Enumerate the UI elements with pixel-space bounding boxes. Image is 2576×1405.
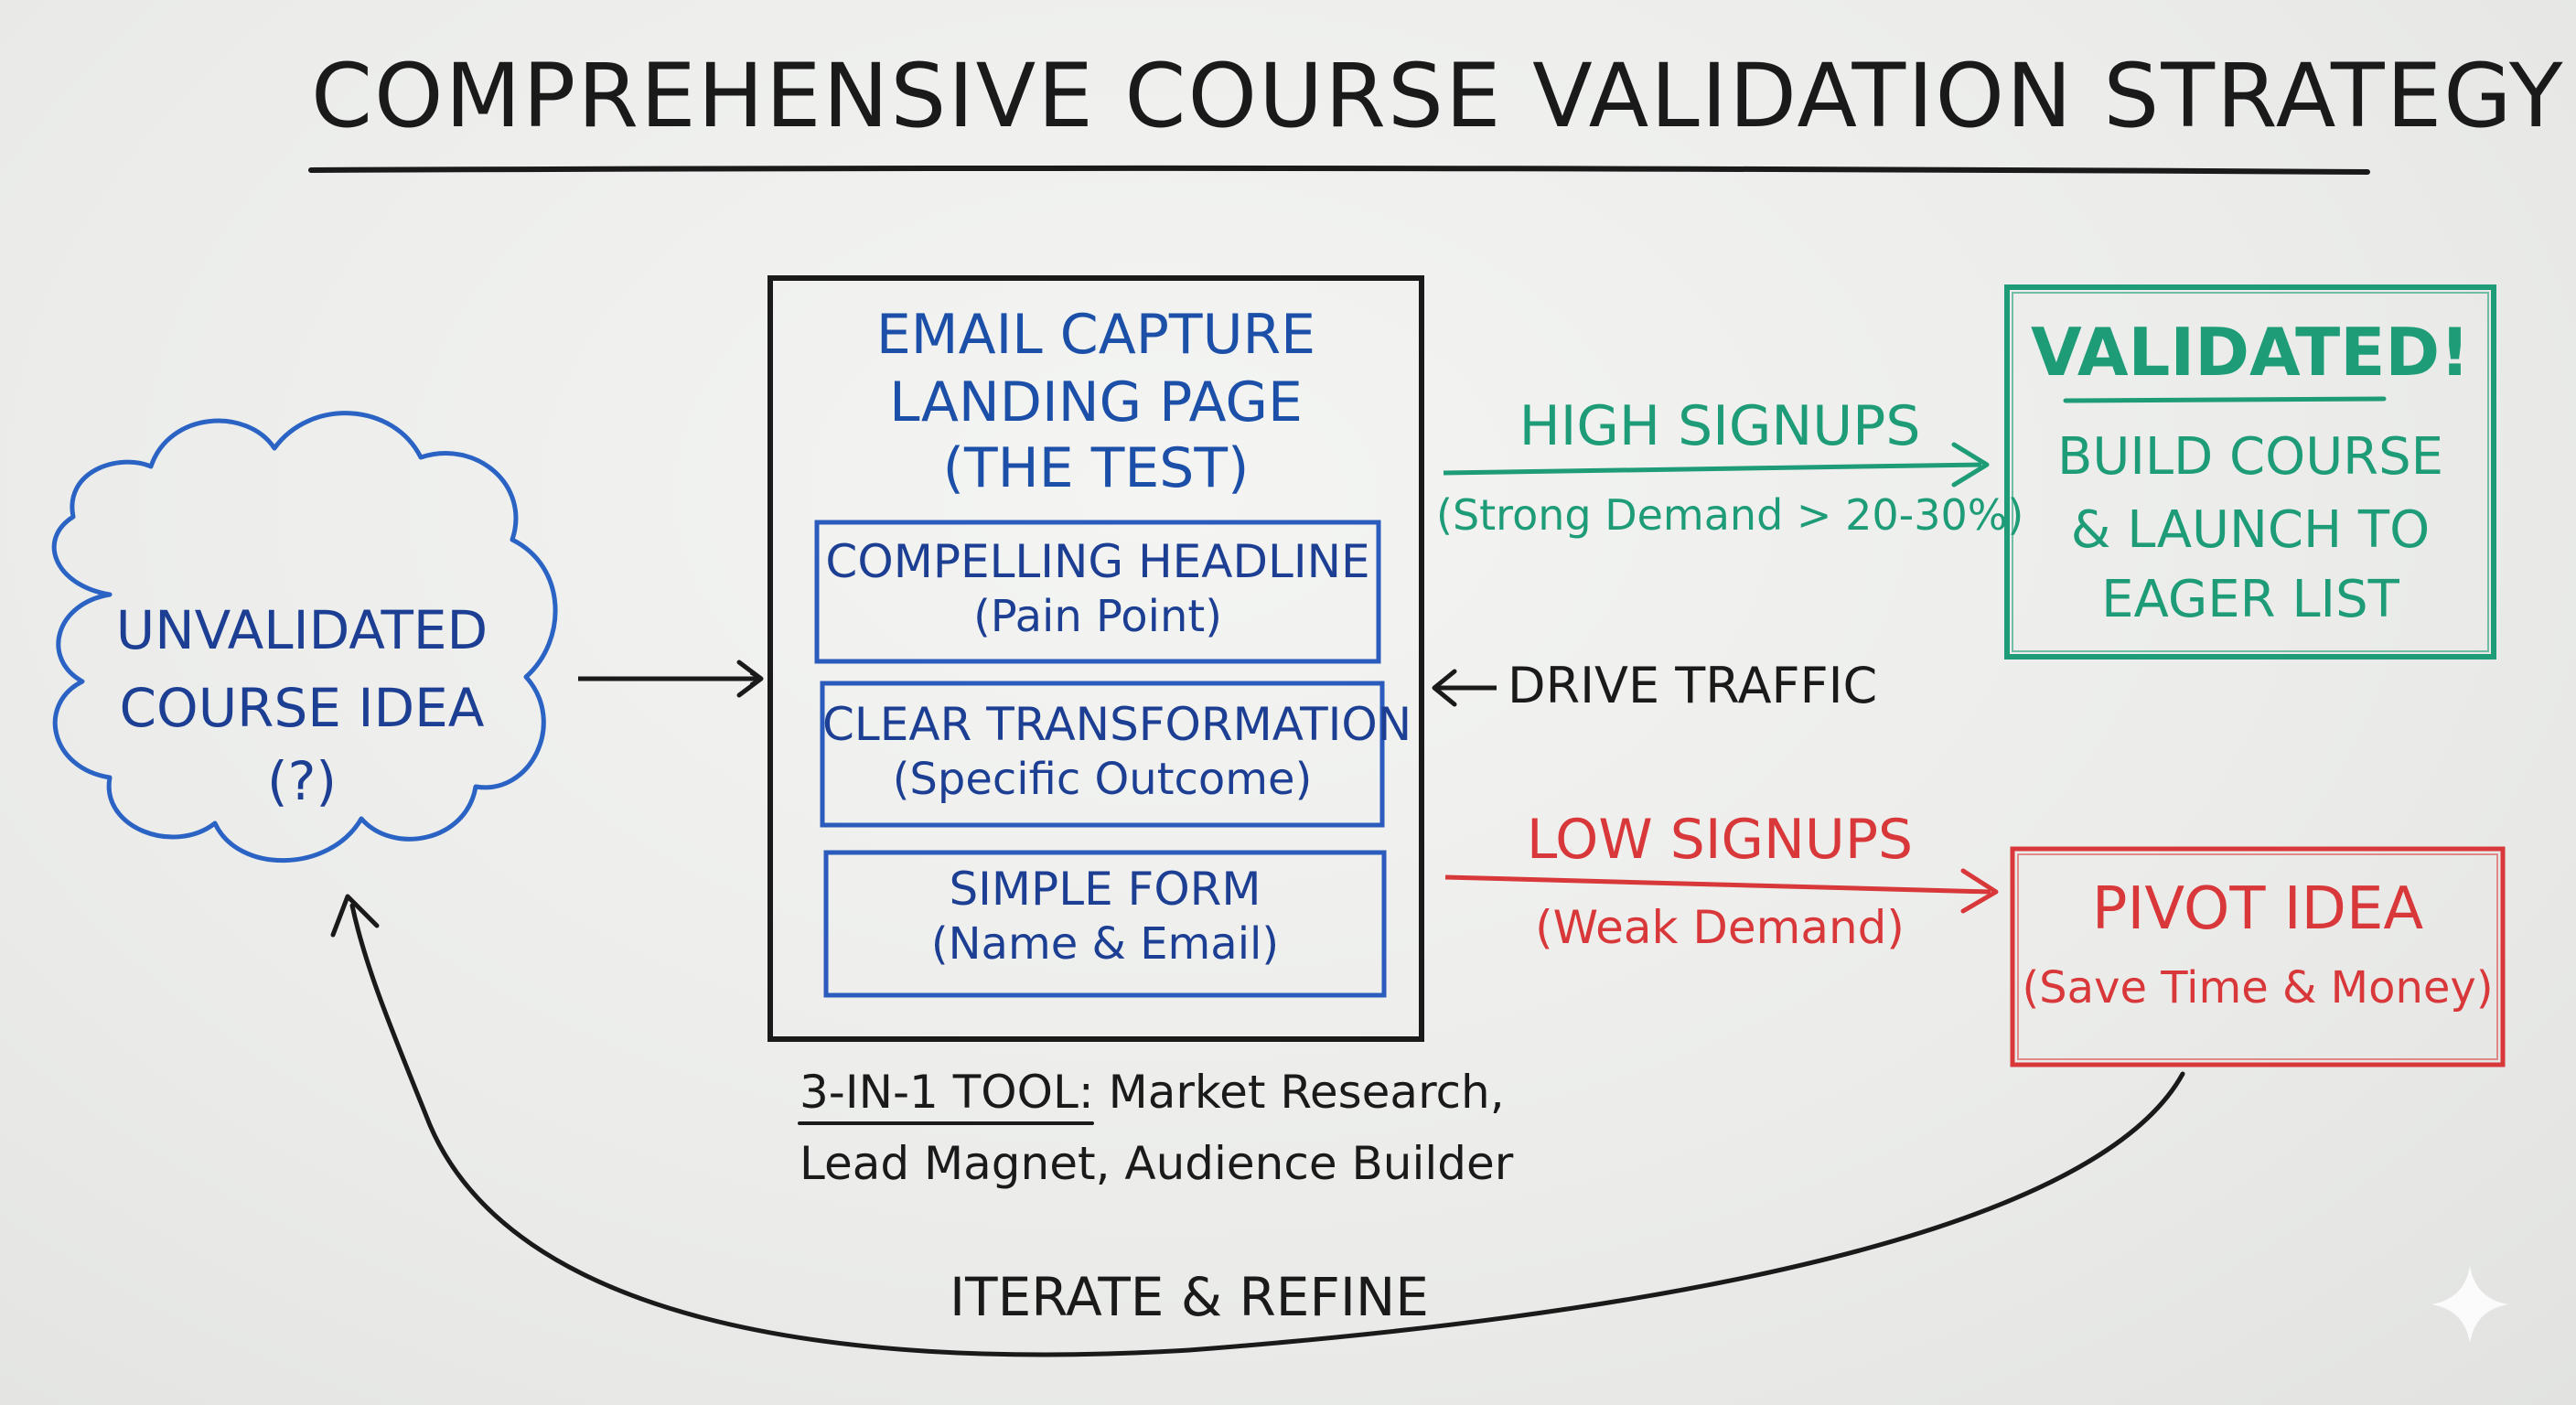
high-signups-label: HIGH SIGNUPS [1519, 394, 1921, 458]
pivot-box [2010, 846, 2506, 1067]
element-box-headline [814, 520, 1381, 664]
element-form-detail: (Name & Email) [930, 918, 1280, 970]
element-box-transformation [820, 681, 1385, 828]
landing-line-2: LANDING PAGE [889, 370, 1303, 434]
element-headline-detail: (Pain Point) [973, 591, 1222, 642]
arrow-iterate-loop [349, 903, 2185, 1357]
arrow-high-signups [1443, 462, 1982, 476]
element-headline-title: COMPELLING HEADLINE [825, 535, 1370, 588]
tool-note-rest: : Market Research, [1078, 1066, 1505, 1119]
landing-line-3: (THE TEST) [942, 436, 1250, 500]
page-title: COMPREHENSIVE COURSE VALIDATION STRATEGY [311, 45, 2565, 147]
element-transformation-detail: (Specific Outcome) [892, 754, 1313, 805]
landing-line-1: EMAIL CAPTURE [875, 303, 1316, 367]
high-signups-detail: (Strong Demand > 20-30%) [1436, 490, 2024, 540]
landing-page-box [767, 275, 1424, 1042]
validated-underline [2063, 396, 2387, 403]
low-signups-detail: (Weak Demand) [1535, 901, 1905, 954]
validated-title: VALIDATED! [2030, 314, 2471, 391]
validated-line-1: BUILD COURSE [2056, 427, 2444, 487]
element-form-title: SIMPLE FORM [949, 863, 1261, 916]
validated-line-2: & LAUNCH TO [2070, 500, 2431, 560]
tool-note-line-2: Lead Magnet, Audience Builder [800, 1137, 1514, 1190]
element-box-form [823, 850, 1387, 998]
drive-traffic-label: DRIVE TRAFFIC [1508, 657, 1878, 714]
idea-line-3: (?) [266, 750, 338, 812]
tool-note-line-1: 3-IN-1 TOOL: Market Research, [800, 1065, 1505, 1120]
pivot-title: PIVOT IDEA [2091, 875, 2424, 943]
sparkle-icon [2431, 1266, 2508, 1343]
arrow-low-signups [1444, 874, 1991, 895]
element-transformation-title: CLEAR TRANSFORMATION [822, 698, 1412, 751]
idea-line-1: UNVALIDATED [115, 599, 488, 661]
idea-line-2: COURSE IDEA [119, 677, 485, 739]
tool-note-label: 3-IN-1 TOOL [800, 1066, 1079, 1119]
pivot-detail: (Save Time & Money) [2022, 962, 2494, 1014]
low-signups-label: LOW SIGNUPS [1526, 808, 1914, 872]
validated-box [2004, 284, 2496, 660]
iterate-label: ITERATE & REFINE [950, 1266, 1429, 1328]
title-underline [308, 165, 2370, 175]
idea-cloud [51, 411, 558, 863]
validated-line-3: EAGER LIST [2101, 570, 2399, 629]
